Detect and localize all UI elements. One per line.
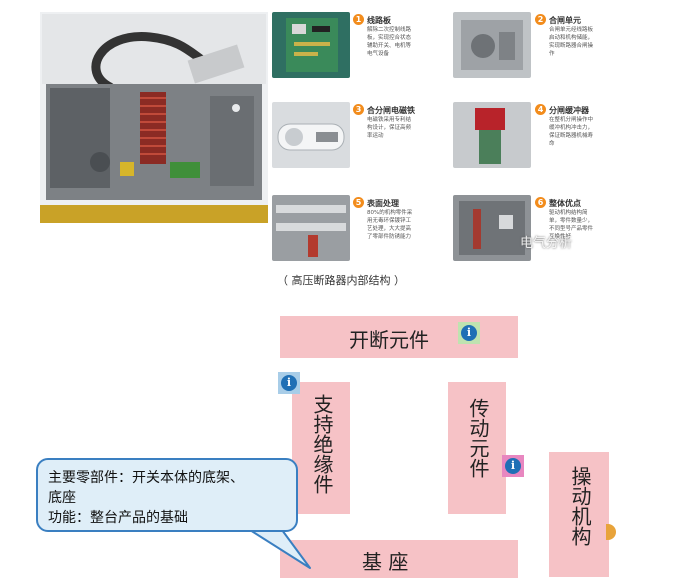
label-support-insulator: 支持绝缘件: [310, 394, 334, 494]
panel-5-desc: 80%的机构零件采用无毒环保镀锌工艺处理，大大提高了零部件防锈能力: [367, 210, 413, 240]
closing-unit-illustration: [461, 20, 523, 70]
watermark-text: 电气分析: [520, 236, 573, 251]
panel-3-badge: 3: [353, 104, 364, 115]
panel-3-image: [272, 102, 350, 168]
box-support-insulator: [292, 382, 350, 514]
label-operating-mechanism: 操动机构: [568, 466, 592, 546]
panel-5-badge: 5: [353, 197, 364, 208]
surface-treatment-illustration: [276, 205, 346, 257]
panel-5-image: [272, 195, 350, 261]
info-icon: i: [505, 458, 521, 474]
info-icon: i: [461, 325, 477, 341]
panel-1-title: 线路板: [367, 16, 391, 25]
panel-2-title: 合闸单元: [549, 16, 581, 25]
overall-mechanism-illustration: [459, 201, 525, 255]
label-base: 基 座: [362, 550, 409, 574]
panel-1-badge: 1: [353, 14, 364, 25]
panel-1-image: [272, 12, 350, 78]
panel-2-image: [453, 12, 531, 78]
damper-illustration: [475, 108, 505, 164]
box-operating-mechanism: [549, 452, 609, 577]
figure-caption: （ 高压断路器内部结构 ）: [277, 274, 405, 287]
panel-4-badge: 4: [535, 104, 546, 115]
panel-4-title: 分闸缓冲器: [549, 106, 589, 115]
box-transmission-element: [448, 382, 506, 514]
side-tab: [606, 524, 616, 540]
panel-4-desc: 在整机分闸操作中缓冲机构冲击力，保证断路器机械寿命: [549, 117, 594, 147]
info-icon: i: [281, 375, 297, 391]
callout-line-3: 功能：整台产品的基础: [48, 510, 188, 526]
electromagnet-illustration: [277, 123, 345, 151]
callout-line-2: 底座: [48, 490, 76, 506]
panel-6-badge: 6: [535, 197, 546, 208]
panel-3-desc: 电磁铁采用专利结构设计，保证高频率运动: [367, 117, 412, 139]
panel-6-title: 整体优点: [549, 199, 581, 208]
panel-3-title: 合分闸电磁铁: [367, 106, 415, 115]
panel-4-image: [453, 102, 531, 168]
info-callout: 主要零部件：开关本体的底架、 底座 功能：整台产品的基础: [36, 458, 298, 532]
info-button-breaking[interactable]: i: [458, 322, 480, 344]
breaker-photo: [40, 12, 268, 220]
circuit-board-illustration: [286, 18, 338, 72]
info-button-transmission[interactable]: i: [502, 455, 524, 477]
breaker-chassis: [40, 205, 268, 223]
box-base: [280, 540, 518, 578]
label-transmission-element: 传动元件: [466, 398, 490, 478]
panel-6-desc: 驱动机构结构简单，零件数量少，不同型号产品零件互换性好: [549, 210, 594, 240]
panel-2-badge: 2: [535, 14, 546, 25]
panel-1-desc: 解除二次控制线路板，实现控合状态辅助开关、电机等电气设备: [367, 27, 412, 57]
callout-line-1: 主要零部件：开关本体的底架、: [48, 470, 244, 486]
label-breaking-element: 开断元件: [349, 328, 429, 352]
info-button-support[interactable]: i: [278, 372, 300, 394]
panel-2-desc: 合闸单元经线路板启动和机构储能，实现断路器合闸操作: [549, 27, 594, 57]
panel-6-image: [453, 195, 531, 261]
breaker-illustration: [40, 12, 268, 220]
panel-5-title: 表面处理: [367, 199, 399, 208]
